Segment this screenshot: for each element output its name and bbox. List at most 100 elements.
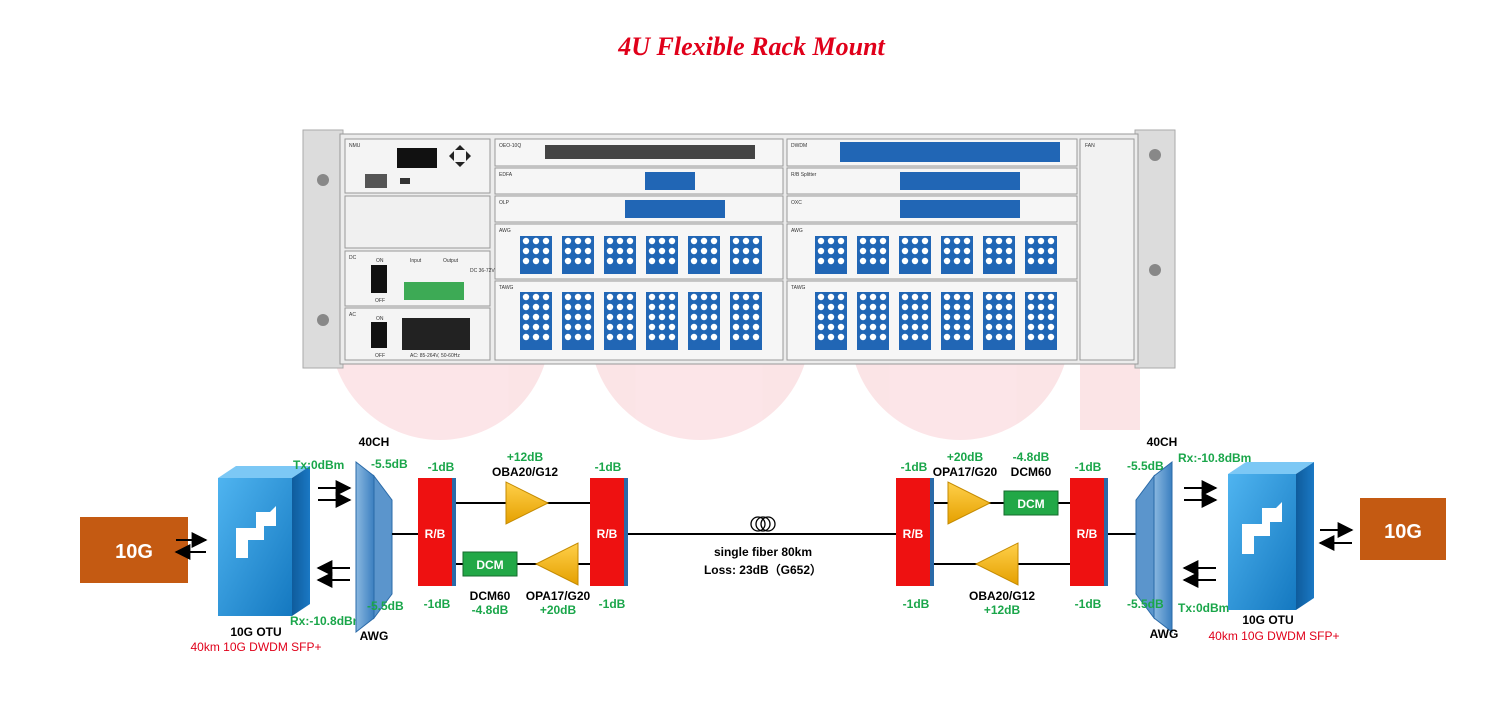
lc-port — [901, 257, 909, 265]
lc-port — [911, 303, 919, 311]
lc-port — [837, 313, 845, 321]
lc-port — [837, 257, 845, 265]
lc-port — [943, 247, 951, 255]
left-opa-amplifier-icon — [534, 542, 579, 586]
left-rb-2-label: R/B — [597, 527, 618, 541]
lc-port — [921, 333, 929, 341]
lc-port — [817, 303, 825, 311]
lc-port — [584, 257, 592, 265]
lc-port — [742, 313, 750, 321]
lc-port — [742, 333, 750, 341]
lc-port — [963, 247, 971, 255]
right-rb2-loss-top: -1dB — [1075, 460, 1102, 474]
lc-port — [1005, 313, 1013, 321]
lc-port — [869, 293, 877, 301]
lc-port — [859, 333, 867, 341]
lc-port — [522, 303, 530, 311]
lc-port — [742, 293, 750, 301]
lc-port — [616, 333, 624, 341]
lc-port — [901, 293, 909, 301]
right-rb1-loss-bot: -1dB — [903, 597, 930, 611]
lc-port — [658, 237, 666, 245]
lc-port — [626, 247, 634, 255]
slot-oeo-label: OEO-10Q — [499, 143, 521, 149]
lc-port — [859, 313, 867, 321]
lc-port — [953, 333, 961, 341]
lc-port — [606, 313, 614, 321]
lc-port — [879, 323, 887, 331]
rack-screw — [1149, 264, 1161, 276]
lc-port — [542, 247, 550, 255]
lc-port — [827, 323, 835, 331]
dc-power-switch — [371, 265, 387, 293]
lc-port — [752, 293, 760, 301]
right-opa-amplifier-icon — [947, 481, 992, 525]
lc-port — [911, 237, 919, 245]
lc-port — [658, 247, 666, 255]
lc-port — [943, 323, 951, 331]
ac-power-socket — [402, 318, 470, 350]
lc-port — [616, 303, 624, 311]
lc-port — [1005, 323, 1013, 331]
lc-port — [869, 313, 877, 321]
right-tx-label: Tx:0dBm — [1178, 601, 1229, 615]
right-awg-loss-bot: -5.5dB — [1127, 597, 1164, 611]
lc-port — [817, 247, 825, 255]
lc-port — [532, 257, 540, 265]
lc-port — [963, 313, 971, 321]
lc-port — [1005, 237, 1013, 245]
lc-port — [879, 333, 887, 341]
lc-port — [626, 293, 634, 301]
lc-port — [879, 303, 887, 311]
olp-ports — [625, 200, 725, 218]
lc-adapter-block — [941, 292, 973, 350]
lc-port — [626, 323, 634, 331]
lc-port — [827, 293, 835, 301]
lc-port — [616, 257, 624, 265]
lc-port — [564, 247, 572, 255]
lc-port — [658, 303, 666, 311]
left-tx-label: Tx:0dBm — [293, 458, 344, 472]
lc-port — [522, 247, 530, 255]
lc-port — [963, 257, 971, 265]
lc-port — [827, 257, 835, 265]
lc-port — [564, 303, 572, 311]
lc-port — [752, 237, 760, 245]
lc-port — [574, 247, 582, 255]
lc-port — [1047, 313, 1055, 321]
nmu-keypad-icon — [449, 145, 471, 167]
lc-adapter-block — [604, 292, 636, 350]
lc-port — [1027, 237, 1035, 245]
lc-port — [817, 323, 825, 331]
lc-port — [732, 303, 740, 311]
lc-port — [648, 257, 656, 265]
lc-port — [963, 237, 971, 245]
lc-port — [606, 293, 614, 301]
left-rb-1 — [418, 478, 452, 586]
slot-edfa-label: EDFA — [499, 172, 513, 178]
lc-port — [668, 237, 676, 245]
lc-port — [700, 257, 708, 265]
lc-port — [1037, 247, 1045, 255]
rack-screw — [1149, 149, 1161, 161]
lc-port — [995, 293, 1003, 301]
lc-port — [626, 333, 634, 341]
lc-port — [995, 247, 1003, 255]
lc-port — [869, 237, 877, 245]
lc-port — [564, 257, 572, 265]
lc-port — [648, 303, 656, 311]
lc-port — [542, 293, 550, 301]
lc-port — [742, 323, 750, 331]
slot-olp-label: OLP — [499, 200, 510, 206]
fiber-coil-icon — [750, 516, 776, 532]
lc-port — [690, 247, 698, 255]
lc-port — [859, 237, 867, 245]
lc-port — [837, 237, 845, 245]
left-client-10g: 10G — [80, 517, 188, 583]
lc-port — [574, 323, 582, 331]
lc-port — [742, 247, 750, 255]
right-oba-name: OBA20/G12 — [969, 589, 1035, 603]
lc-port — [901, 247, 909, 255]
lc-port — [732, 237, 740, 245]
lc-port — [752, 313, 760, 321]
